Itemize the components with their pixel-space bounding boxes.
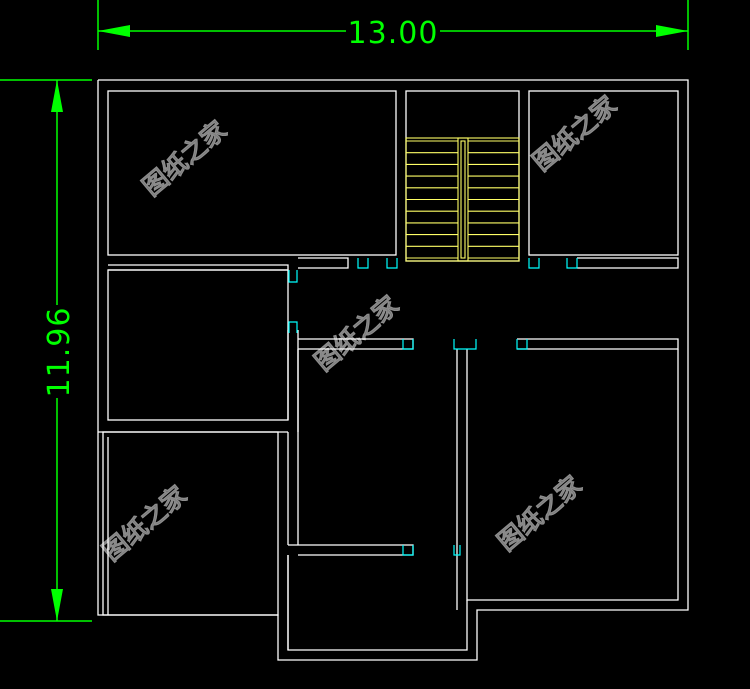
stair-treads-left [406,140,458,259]
depth-arrow-bottom [51,589,63,621]
walls [97,79,689,661]
room-upper-right-outline [528,90,679,256]
watermark: 图纸之家 [309,290,404,377]
room-lower-right-outline [466,349,679,601]
opening-jamb [402,545,414,556]
depth-arrow-top [51,80,63,112]
wall-segment [517,338,679,350]
watermark: 图纸之家 [527,90,622,177]
opening-jamb [402,339,414,350]
width-dimension-label: 13.00 [348,16,439,51]
opening-jamb [566,258,578,269]
depth-dimension: 11.96 [0,79,92,622]
depth-dimension-label: 11.96 [42,307,77,398]
width-arrow-right [656,25,688,37]
opening-jamb [528,258,540,269]
door-openings [288,258,578,556]
watermark: 图纸之家 [137,115,232,202]
watermark: 图纸之家 [492,470,587,557]
width-dimension: 13.00 [97,0,689,51]
room-upper-left-outline [107,90,397,256]
wall-segment [288,544,414,556]
opening-jamb [516,339,528,350]
stair-center-rail [457,137,469,262]
stair-treads-right [468,140,519,259]
watermark: 图纸之家 [97,480,192,567]
opening-jamb [357,258,369,269]
opening-jamb [288,270,298,283]
opening-jamb [453,339,477,350]
opening-jamb [288,321,298,333]
balcony-outline [102,431,279,616]
opening-jamb [453,545,461,556]
wall-segment [298,257,349,269]
staircase [405,137,520,262]
watermarks: 图纸之家 图纸之家 图纸之家 图纸之家 图纸之家 [97,90,623,567]
width-arrow-left [98,25,130,37]
stair-center-rail-inner [460,140,466,259]
wall-segment [577,257,679,269]
room-lower-middle-outline [287,555,468,651]
wall-segment [108,264,289,271]
room-middle-left-outline [107,269,289,421]
opening-jamb [386,258,398,269]
